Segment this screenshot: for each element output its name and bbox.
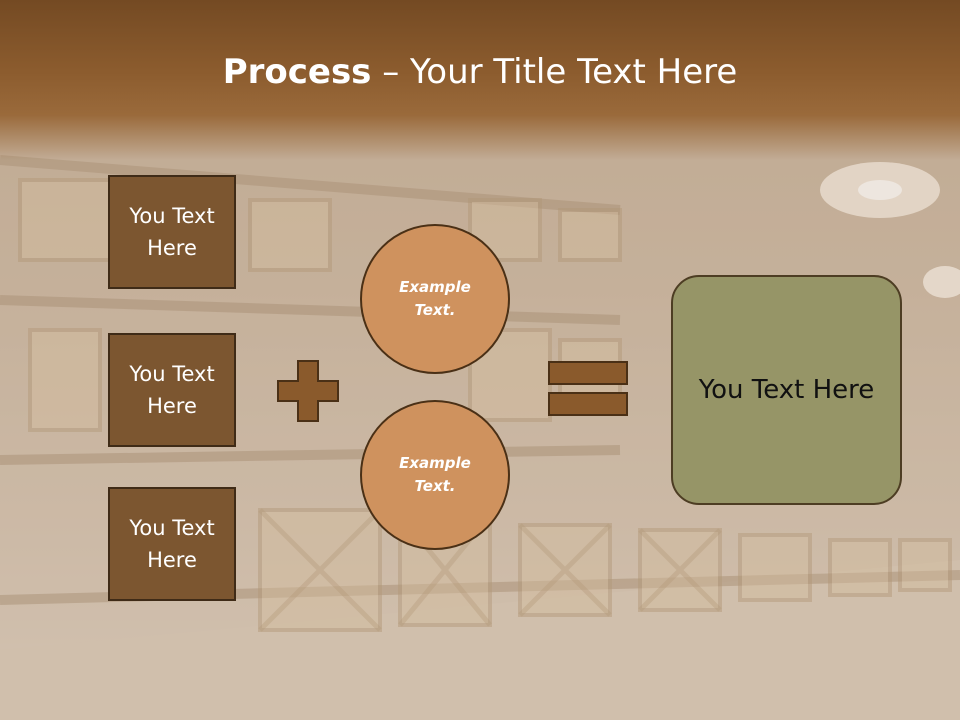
title-bar — [0, 0, 960, 160]
text-box-1-line1: You Text — [129, 204, 215, 228]
example-circle-1-line2: Text. — [414, 301, 456, 319]
text-box-3-line1: You Text — [129, 516, 215, 540]
title-rest: – Your Title Text Here — [371, 52, 738, 92]
text-box-2-line1: You Text — [129, 362, 215, 386]
text-box-1-line2: Here — [147, 236, 197, 260]
example-circle-2-line1: Example — [399, 454, 471, 472]
result-box[interactable]: You Text Here — [671, 275, 902, 505]
equals-icon — [548, 361, 628, 416]
text-box-3-line2: Here — [147, 548, 197, 572]
example-circle-2-line2: Text. — [414, 477, 456, 495]
result-text: You Text Here — [698, 375, 875, 405]
slide-title: Process – Your Title Text Here — [0, 52, 960, 92]
title-bold: Process — [222, 52, 372, 92]
text-box-2-line2: Here — [147, 394, 197, 418]
example-circle-1-line1: Example — [399, 278, 471, 296]
plus-icon — [277, 360, 339, 422]
